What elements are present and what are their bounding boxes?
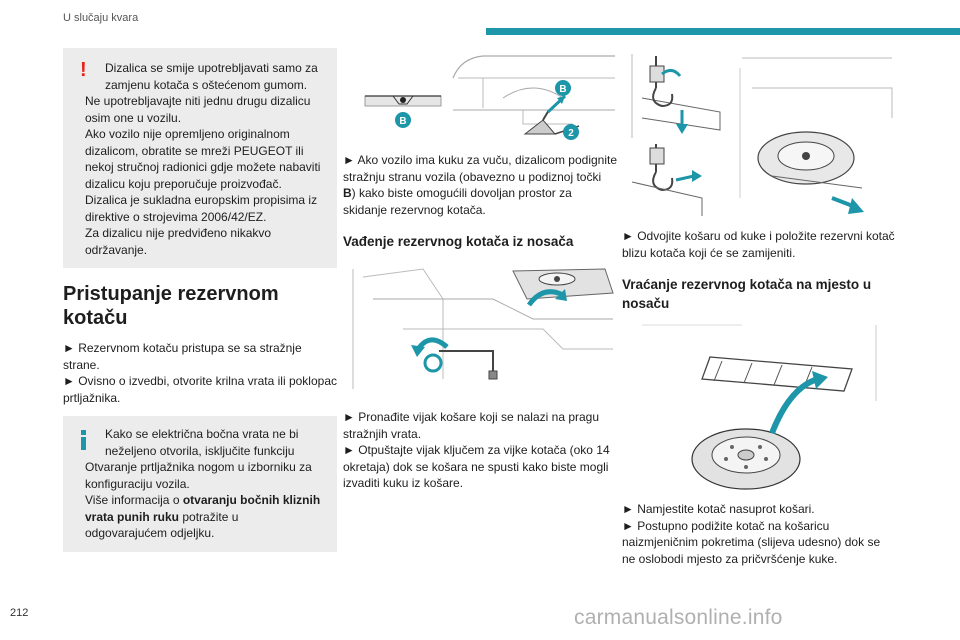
para-tow-hook: ► Ako vozilo ima kuku za vuču, dizalicom… <box>343 153 618 217</box>
label-b-right-badge <box>555 80 571 96</box>
label-b-left: B <box>399 116 406 127</box>
section-heading-return-spare: Vraćanje rezervnog kotača na mjesto u no… <box>622 277 872 311</box>
step-remove-1: ► Pronađite vijak košare koji se nalazi … <box>343 410 600 441</box>
section-heading-access-spare: Pristupanje rezervnom kotaču <box>63 283 279 329</box>
info-line-2: Otvaranje prtljažnika nogom u izborniku … <box>85 460 312 491</box>
figure-jack-lift-point: B B 2 <box>343 48 617 142</box>
warning-line-2: Ako vozilo nije opremljeno originalnom d… <box>85 127 321 191</box>
label-2: 2 <box>568 128 574 139</box>
info-line-3: Više informacija o otvaranju bočnih kliz… <box>85 493 321 540</box>
lift-point-dot <box>400 97 406 103</box>
para-tow-hook-bold: B <box>343 186 352 200</box>
step-return-1: ► Namjestite kotač nasuprot košari. <box>622 502 815 516</box>
warning-box: ! Dizalica se smije upotrebljavati samo … <box>63 48 337 268</box>
warning-line-3: Dizalica je sukladna europskim propisima… <box>85 193 318 224</box>
step-access-1: ► Rezervnom kotaču pristupa se sa stražn… <box>63 341 302 372</box>
page-number: 212 <box>10 607 29 619</box>
column-1: ! Dizalica se smije upotrebljavati samo … <box>63 48 337 552</box>
info-icon <box>81 430 87 450</box>
warning-first-line: Dizalica se smije upotrebljavati samo za… <box>105 61 318 92</box>
header-accent-bar <box>486 28 960 35</box>
info-first-line: Kako se električna bočna vrata ne bi než… <box>105 427 299 458</box>
spare-wheel-lowered <box>739 57 893 214</box>
label-2-badge <box>563 124 579 140</box>
warning-line-4: Za dizalicu nije predviđeno nikakvo održ… <box>85 226 272 257</box>
figure-spare-wheel-bolt <box>343 259 617 397</box>
warning-icon: ! <box>80 59 87 81</box>
info-box: Kako se električna bočna vrata ne bi než… <box>63 416 337 552</box>
hook-detail-top <box>631 54 721 138</box>
header-section-title: U slučaju kvara <box>63 12 139 24</box>
warning-line-1: Ne upotrebljavajte niti jednu drugu diza… <box>85 94 311 125</box>
watermark: carmanualsonline.info <box>574 606 783 629</box>
figure-basket-hook <box>622 48 896 218</box>
step-remove-2: ► Otpuštajte vijak ključem za vijke kota… <box>343 443 610 490</box>
column-3: ► Odvojite košaru od kuke i položite rez… <box>622 48 896 567</box>
figure-wheel-into-basket <box>622 321 896 493</box>
hook-detail-bottom <box>631 144 703 216</box>
step-access-2: ► Ovisno o izvedbi, otvorite krilna vrat… <box>63 374 337 405</box>
label-b-left-badge <box>395 112 411 128</box>
section-heading-remove-spare: Vađenje rezervnog kotača iz nosača <box>343 234 574 249</box>
column-2: B B 2 ► Ako vozilo ima kuku za vuču, diz… <box>343 48 617 492</box>
info-line-3-bold: otvaranju bočnih kliznih vrata punih ruk… <box>85 493 321 524</box>
para-detach-basket: ► Odvojite košaru od kuke i položite rez… <box>622 229 895 260</box>
label-b-right: B <box>559 84 566 95</box>
step-return-2: ► Postupno podižite kotač na košaricu na… <box>622 518 881 566</box>
